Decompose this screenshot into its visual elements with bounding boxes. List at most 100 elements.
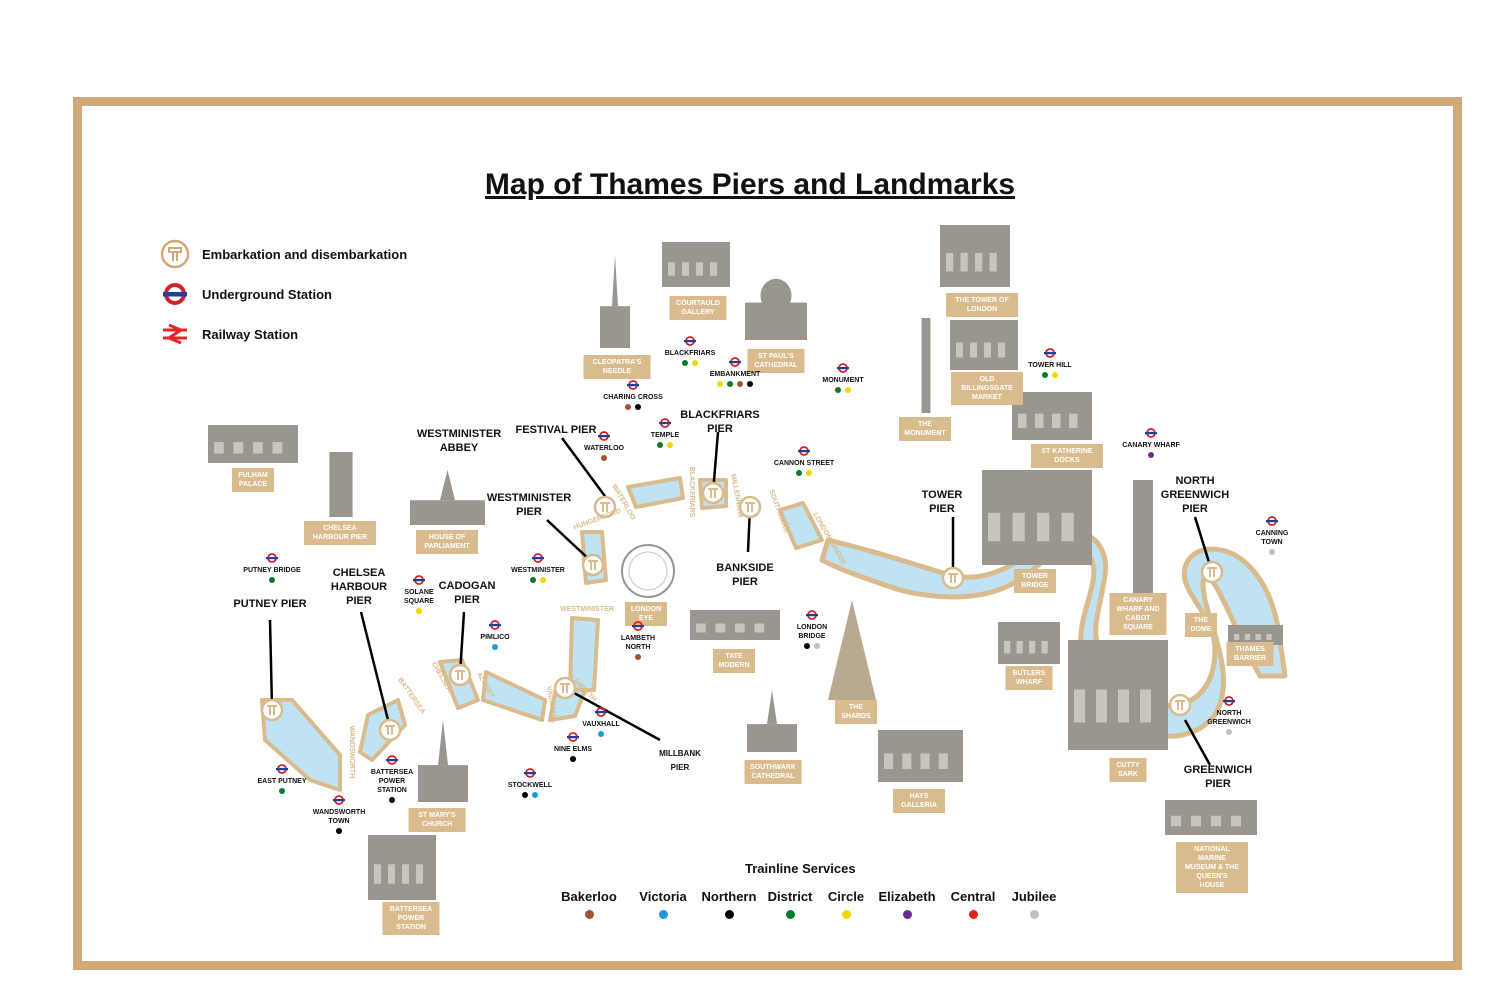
station-label: STOCKWELL — [508, 782, 553, 789]
building-window — [754, 623, 765, 633]
building-window — [946, 252, 954, 272]
label-line: WESTMINISTER — [511, 567, 565, 574]
station-label: PIMLICO — [480, 634, 510, 641]
line-dot — [814, 643, 820, 649]
landmark-label-box — [1226, 642, 1274, 666]
label-line: EYE — [639, 615, 653, 622]
building-window — [956, 342, 963, 358]
underground-roundel-bar — [266, 557, 278, 560]
label-line: DOCKS — [1054, 457, 1080, 464]
river-segment — [260, 698, 342, 792]
building-window — [1069, 413, 1078, 428]
label-line: CHELSEA — [333, 567, 386, 579]
building-body — [418, 765, 468, 802]
label-line: BILLINGSGATE — [961, 385, 1013, 392]
pier-icon — [378, 718, 402, 742]
line-dot — [727, 381, 733, 387]
building-window — [1029, 640, 1036, 654]
label-line: CHELSEA — [323, 525, 356, 532]
label-line: GALLERIA — [901, 802, 937, 809]
pier-icon-glyph — [745, 502, 755, 512]
label-line: CANARY — [1123, 597, 1153, 604]
building-window — [884, 753, 894, 769]
landmark-label: CHELSEA HARBOUR PIER — [313, 525, 367, 541]
underground-roundel-bar — [524, 772, 536, 775]
line-dot — [625, 404, 631, 410]
building-window — [253, 442, 263, 454]
pier-icon-ring — [378, 718, 402, 742]
label-line: NORTH — [1217, 710, 1242, 717]
building-body — [921, 318, 931, 413]
landmark-label-box — [893, 789, 945, 813]
label-line: EMBANKMENT — [710, 371, 761, 378]
label-line: LONDON — [797, 624, 827, 631]
pier-icon-glyph — [588, 560, 598, 570]
label-line: MILLENNIUM — [729, 473, 744, 518]
trainline-color-dot — [584, 910, 594, 919]
label-line: CABOT — [1126, 615, 1152, 622]
landmark-label-box — [416, 530, 478, 554]
underground-roundel-bar — [1044, 352, 1056, 355]
bridge-label: MILLENNIUM — [729, 473, 744, 518]
station-label: EAST PUTNEY — [257, 778, 306, 785]
trainline-name: Elizabeth — [878, 889, 936, 904]
line-dot — [835, 387, 841, 393]
label-line: HOUSE — [1200, 882, 1225, 889]
trainline-color-dot — [658, 910, 668, 919]
line-dot — [804, 643, 810, 649]
building — [998, 622, 1060, 664]
label-line: TOWN — [328, 818, 349, 825]
trainline-jubilee: Jubilee — [994, 889, 1074, 919]
label-line: WHARF AND — [1117, 606, 1160, 613]
label-line: SHARDS — [841, 713, 871, 720]
station-label: BLACKFRIARS — [665, 350, 716, 357]
trainline-bakerloo: Bakerloo — [549, 889, 629, 919]
label-line: QUEEN'S — [1196, 873, 1228, 880]
building — [950, 320, 1018, 370]
building-body — [329, 452, 353, 517]
label-line: TOWN — [1261, 539, 1282, 546]
building-window — [1052, 413, 1061, 428]
label-line: HOUSE OF — [429, 534, 466, 541]
label-line: WESTMINISTER — [560, 606, 614, 613]
trainline-circle: Circle — [806, 889, 886, 919]
river-segment — [568, 616, 600, 692]
label-line: MODERN — [718, 662, 749, 669]
label-line: CANNING — [1256, 530, 1289, 537]
label-line: WANDSWORTH — [313, 809, 366, 816]
bridge-label: BLACKFRIARS — [688, 467, 695, 518]
building-window — [1140, 689, 1151, 723]
building-spire — [612, 255, 618, 307]
building — [747, 690, 797, 752]
line-dot — [717, 381, 723, 387]
building-window — [1191, 815, 1201, 827]
underground-roundel-bar — [632, 625, 644, 628]
landmark-label-box — [747, 349, 805, 373]
underground-roundel-bar — [798, 450, 810, 453]
pier-icon-ring — [448, 663, 472, 687]
line-dot — [806, 470, 812, 476]
line-dot — [692, 360, 698, 366]
pier-icon-ring — [941, 566, 965, 590]
pier-icon — [448, 663, 472, 687]
label-line: TEMPLE — [651, 432, 680, 439]
station-label: PUTNEY BRIDGE — [243, 567, 301, 574]
underground-roundel-bar — [659, 422, 671, 425]
label-line: THE — [849, 704, 863, 711]
line-dot — [1052, 372, 1058, 378]
bridge-label: WESTMINISTER — [560, 606, 614, 613]
label-line: ST PAUL'S — [758, 353, 794, 360]
pier-icon — [593, 495, 617, 519]
label-line: HARBOUR PIER — [313, 534, 367, 541]
